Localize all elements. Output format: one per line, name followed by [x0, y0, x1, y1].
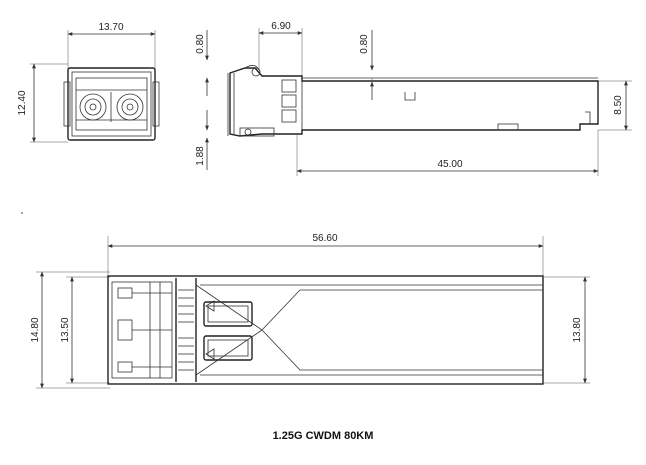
lower-window [203, 335, 253, 361]
top-body [107, 275, 544, 385]
latch-label: 6.90 [271, 21, 291, 32]
front-height-label: 12.40 [17, 90, 28, 115]
side-view: 0.80 6.90 0.80 1.88 [195, 21, 632, 176]
upper-window [203, 301, 253, 327]
overall-length-label: 56.60 [312, 233, 337, 244]
inner-width-label: 13.50 [60, 317, 71, 342]
front-view: 13.70 12.40 [17, 22, 160, 143]
front-width-label: 13.70 [98, 22, 123, 33]
top-view: 56.60 14.80 13.50 [30, 233, 590, 389]
side-tab-top-label: 0.80 [195, 34, 206, 54]
overall-width-label: 14.80 [30, 317, 41, 342]
body-height-label: 8.50 [613, 95, 624, 115]
side-bottom-label: 1.88 [195, 146, 206, 166]
port-right-icon [116, 93, 144, 121]
drawing-caption: 1.25G CWDM 80KM [273, 430, 374, 442]
front-housing [67, 67, 156, 141]
body-width-label: 13.80 [572, 317, 583, 342]
triangle-down-icon [205, 348, 215, 360]
side-tab-top-label-right: 0.80 [359, 34, 370, 54]
port-left-icon [79, 93, 107, 121]
body-length-label: 45.00 [437, 159, 462, 170]
side-body [229, 67, 599, 137]
